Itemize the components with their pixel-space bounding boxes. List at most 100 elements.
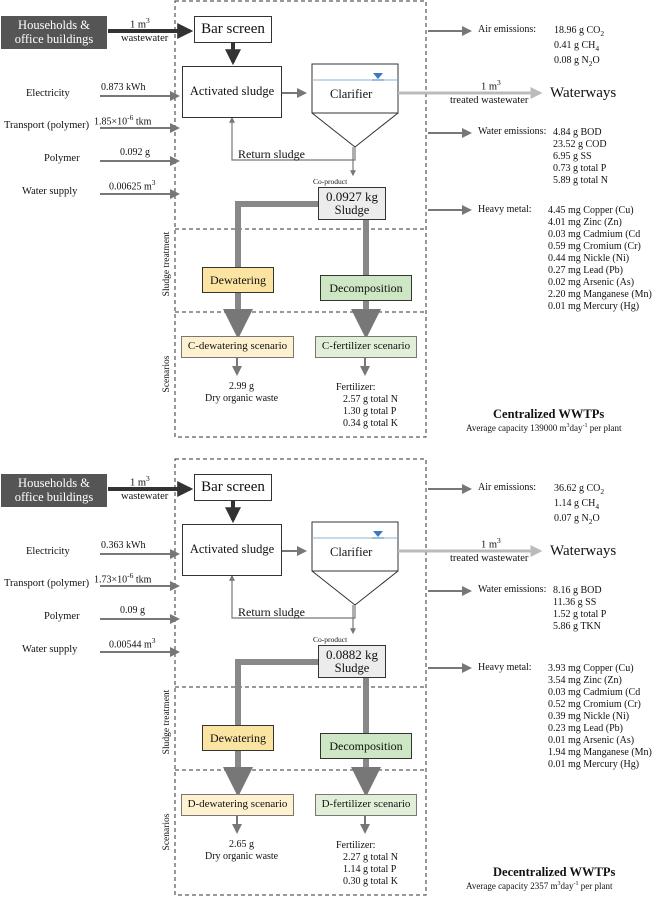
input-transport-label: Transport (polymer) [4,120,90,131]
heavy-metal-item: 0.23 mg Lead (Pb) [548,723,623,734]
input-polymer-value: 0.092 g [120,147,150,158]
bar-screen-box: Bar screen [194,474,272,501]
source-box: Households & office buildings [1,474,107,507]
fertilizer-label: Fertilizer: [336,840,376,851]
water-level-icon [373,531,383,537]
wastewater-amount: 1 m3 [130,16,150,31]
fertilizer-item: 0.34 g total K [343,418,398,429]
water-emission-item: 4.84 g BOD [553,127,602,138]
water-emission-item: 0.73 g total P [553,163,607,174]
to-dewatering-branch [235,659,318,768]
input-electricity-label: Electricity [26,88,70,99]
fertilizer-label: Fertilizer: [336,382,376,393]
fertilizer-item: 1.30 g total P [343,406,397,417]
flow-arrows [100,458,543,896]
heavy-metal-label: Heavy metal: [478,204,532,215]
water-emissions-label: Water emissions: [478,584,547,595]
fertilizer-item: 0.30 g total K [343,876,398,887]
activated-sludge-box: Activated sludge [182,66,282,118]
sludge-box: 0.0882 kg Sludge [318,645,386,678]
heavy-metal-item: 0.03 mg Cadmium (Cd [548,229,641,240]
water-emission-item: 5.86 g TKN [553,621,601,632]
clarifier-shape [311,521,399,606]
sludge-treatment-label: Sludge treatment [162,689,172,755]
sludge-label: Sludge [334,660,370,675]
water-emission-item: 5.89 g total N [553,175,608,186]
air-emissions-list: 36.62 g CO2 1.14 g CH4 0.07 g N2O [554,483,604,528]
input-polymer-label: Polymer [44,153,80,164]
input-electricity-value: 0.363 kWh [101,540,146,551]
air-emission-item: 0.08 g N2O [554,55,600,68]
heavy-metal-item: 0.27 mg Lead (Pb) [548,265,623,276]
source-label: Households & office buildings [14,18,94,46]
dewatering-box: Dewatering [202,725,274,751]
sludge-amount: 0.0882 kg [326,647,378,663]
heavy-metal-label: Heavy metal: [478,662,532,673]
air-emission-item: 0.07 g N2O [554,513,600,526]
return-sludge-arrow [229,116,356,161]
decomposition-box: Decomposition [320,275,412,301]
to-dewatering-branch [235,201,318,310]
heavy-metal-item: 2.20 mg Manganese (Mn) [548,289,652,300]
treated-label: treated wastewater [450,553,529,564]
co-product-label: Co-product [313,635,348,644]
system-boundary [174,458,427,896]
source-box: Households & office buildings [1,16,107,49]
fertilizer-item: 2.27 g total N [343,852,398,863]
panel-caption: Average capacity 2357 m3day-1 per plant [466,881,613,891]
source-label: Households & office buildings [14,476,94,504]
waterways-label: Waterways [550,85,617,101]
heavy-metal-list: 4.45 mg Copper (Cu)4.01 mg Zinc (Zn)0.03… [548,205,652,313]
system-boundary [174,0,427,438]
fertilizer-block: Fertilizer: 2.57 g total N 1.30 g total … [336,382,398,430]
input-transport-value: 1.85×10-6 tkm [94,113,152,128]
panel-title: Decentralized WWTPs [493,865,616,879]
sludge-amount: 0.0927 kg [326,189,378,205]
input-polymer-label: Polymer [44,611,80,622]
clarifier-label: Clarifier [330,87,373,101]
flow-arrows [100,0,543,438]
panel-title: Centralized WWTPs [493,407,605,421]
heavy-metal-item: 0.01 mg Mercury (Hg) [548,301,640,312]
heavy-metal-item: 0.44 mg Nickle (Ni) [548,253,630,264]
input-water-supply-label: Water supply [22,186,78,197]
dry-waste-amount: 2.65 g [229,839,254,850]
air-emission-item: 1.14 g CH4 [554,498,600,511]
dewatering-box: Dewatering [202,267,274,293]
heavy-metal-item: 1.94 mg Manganese (Mn) [548,747,652,758]
waterways-label: Waterways [550,543,617,559]
heavy-metal-item: 3.93 mg Copper (Cu) [548,663,634,674]
water-emission-item: 6.95 g SS [553,151,592,162]
water-emission-item: 23.52 g COD [553,139,607,150]
treated-amount: 1 m3 [481,78,501,93]
co-product-label: Co-product [313,177,348,186]
sludge-treatment-label: Sludge treatment [162,231,172,297]
input-water-supply-value: 0.00625 m3 [109,178,156,193]
scenarios-label: Scenarios [162,355,172,393]
fertilizer-item: 1.14 g total P [343,864,397,875]
input-water-supply-value: 0.00544 m3 [109,636,156,651]
input-transport-value: 1.73×10-6 tkm [94,571,152,586]
dry-waste-label: Dry organic waste [205,393,279,404]
heavy-metal-list: 3.93 mg Copper (Cu)3.54 mg Zinc (Zn)0.03… [548,663,652,771]
input-electricity-value: 0.873 kWh [101,82,146,93]
air-emission-item: 0.41 g CH4 [554,40,600,53]
input-transport-label: Transport (polymer) [4,578,90,589]
treated-amount: 1 m3 [481,536,501,551]
water-level-icon [373,73,383,79]
sludge-label: Sludge [334,202,370,217]
panel-caption: Average capacity 139000 m3day-1 per plan… [466,423,622,433]
air-emission-item: 36.62 g CO2 [554,483,605,496]
treated-label: treated wastewater [450,95,529,106]
scenario-a-box: D-dewatering scenario [181,794,294,816]
heavy-metal-item: 4.01 mg Zinc (Zn) [548,217,622,228]
input-polymer-value: 0.09 g [120,605,145,616]
water-emission-item: 1.52 g total P [553,609,607,620]
clarifier-label: Clarifier [330,545,373,559]
water-emissions-label: Water emissions: [478,126,547,137]
dry-waste-label: Dry organic waste [205,851,279,862]
heavy-metal-item: 0.01 mg Arsenic (As) [548,735,635,746]
return-sludge-arrow [229,574,356,619]
